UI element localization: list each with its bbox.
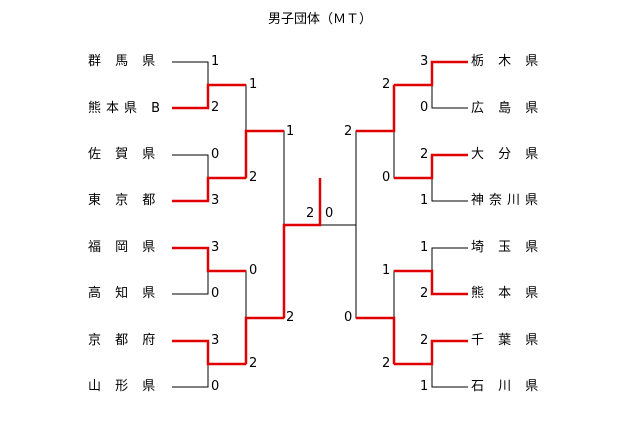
bracket-line-15 xyxy=(355,130,394,319)
score-right-r2-4: 2 xyxy=(382,356,391,371)
bracket-lines-winner xyxy=(172,60,468,366)
team-right-7: 千 葉 県 xyxy=(471,333,544,348)
bracket-line-6 xyxy=(208,270,247,365)
team-left-4: 東 京 都 xyxy=(88,193,161,208)
score-right-r1-5: 1 xyxy=(420,240,429,255)
score-left-r2-3: 0 xyxy=(249,263,258,278)
winner-path-19 xyxy=(244,129,284,178)
team-left-7: 京 都 府 xyxy=(88,333,161,348)
team-left-6: 高 知 県 xyxy=(88,286,161,301)
team-left-8: 山 形 県 xyxy=(88,379,161,394)
team-right-1: 栃 木 県 xyxy=(471,54,544,69)
score-final-right: 0 xyxy=(325,206,334,221)
winner-path-22 xyxy=(244,316,284,364)
score-right-r1-4: 1 xyxy=(420,193,429,208)
team-left-2: 熊本県 B xyxy=(88,101,166,116)
score-left-r1-2: 2 xyxy=(211,100,220,115)
score-right-r2-3: 1 xyxy=(382,263,391,278)
score-left-sf-1: 1 xyxy=(286,124,295,139)
winner-path-24 xyxy=(394,60,468,87)
score-left-r1-6: 0 xyxy=(211,286,220,301)
score-right-r1-1: 3 xyxy=(420,54,429,69)
score-left-sf-2: 2 xyxy=(286,310,295,325)
score-final-left: 2 xyxy=(306,206,315,221)
bracket-line-11 xyxy=(431,247,468,295)
team-right-2: 広 島 県 xyxy=(471,101,544,116)
winner-path-20 xyxy=(172,246,246,273)
bracket-line-2 xyxy=(172,154,209,202)
bracket-title: 男子団体（ＭＴ） xyxy=(267,12,372,27)
score-right-r1-2: 0 xyxy=(420,100,429,115)
score-left-r1-3: 0 xyxy=(211,147,220,162)
bracket-line-7 xyxy=(246,130,285,319)
score-left-r2-2: 2 xyxy=(249,170,258,185)
team-right-4: 神奈川県 xyxy=(471,193,544,208)
score-right-sf-2: 0 xyxy=(344,310,353,325)
winner-path-25 xyxy=(356,85,396,133)
score-right-r1-6: 2 xyxy=(420,286,429,301)
winner-path-27 xyxy=(394,269,468,296)
bracket-line-5 xyxy=(208,84,247,179)
team-right-5: 埼 玉 県 xyxy=(471,240,544,255)
team-right-6: 熊 本 県 xyxy=(471,286,544,301)
team-right-8: 石 川 県 xyxy=(471,379,544,394)
bracket-line-14 xyxy=(393,270,432,365)
score-left-r1-7: 3 xyxy=(211,333,220,348)
winner-path-17 xyxy=(172,83,246,110)
winner-path-28 xyxy=(394,339,468,366)
score-left-r2-1: 1 xyxy=(249,77,258,92)
bracket-line-13 xyxy=(393,84,432,179)
winner-path-29 xyxy=(356,316,396,364)
team-left-3: 佐 賀 県 xyxy=(88,147,161,162)
winner-path-18 xyxy=(172,176,246,203)
winner-path-23 xyxy=(282,178,322,318)
bracket-line-12 xyxy=(431,340,468,388)
score-right-r1-8: 1 xyxy=(420,379,429,394)
bracket-line-3 xyxy=(172,247,209,295)
score-right-r1-3: 2 xyxy=(420,147,429,162)
bracket-line-10 xyxy=(431,154,468,202)
team-right-3: 大 分 県 xyxy=(471,147,544,162)
team-left-5: 福 岡 県 xyxy=(88,240,161,255)
bracket-line-9 xyxy=(431,61,468,109)
winner-path-26 xyxy=(394,153,468,180)
bracket-line-4 xyxy=(172,340,209,388)
score-right-r2-2: 0 xyxy=(382,170,391,185)
score-left-r1-8: 0 xyxy=(211,379,220,394)
team-left-1: 群 馬 県 xyxy=(88,54,161,69)
score-left-r1-1: 1 xyxy=(211,54,220,69)
score-left-r1-4: 3 xyxy=(211,193,220,208)
bracket-line-1 xyxy=(172,61,209,109)
score-right-r1-7: 2 xyxy=(420,333,429,348)
score-left-r1-5: 3 xyxy=(211,240,220,255)
score-right-sf-1: 2 xyxy=(344,124,353,139)
score-right-r2-1: 2 xyxy=(382,77,391,92)
winner-path-21 xyxy=(172,339,246,366)
score-left-r2-4: 2 xyxy=(249,356,258,371)
